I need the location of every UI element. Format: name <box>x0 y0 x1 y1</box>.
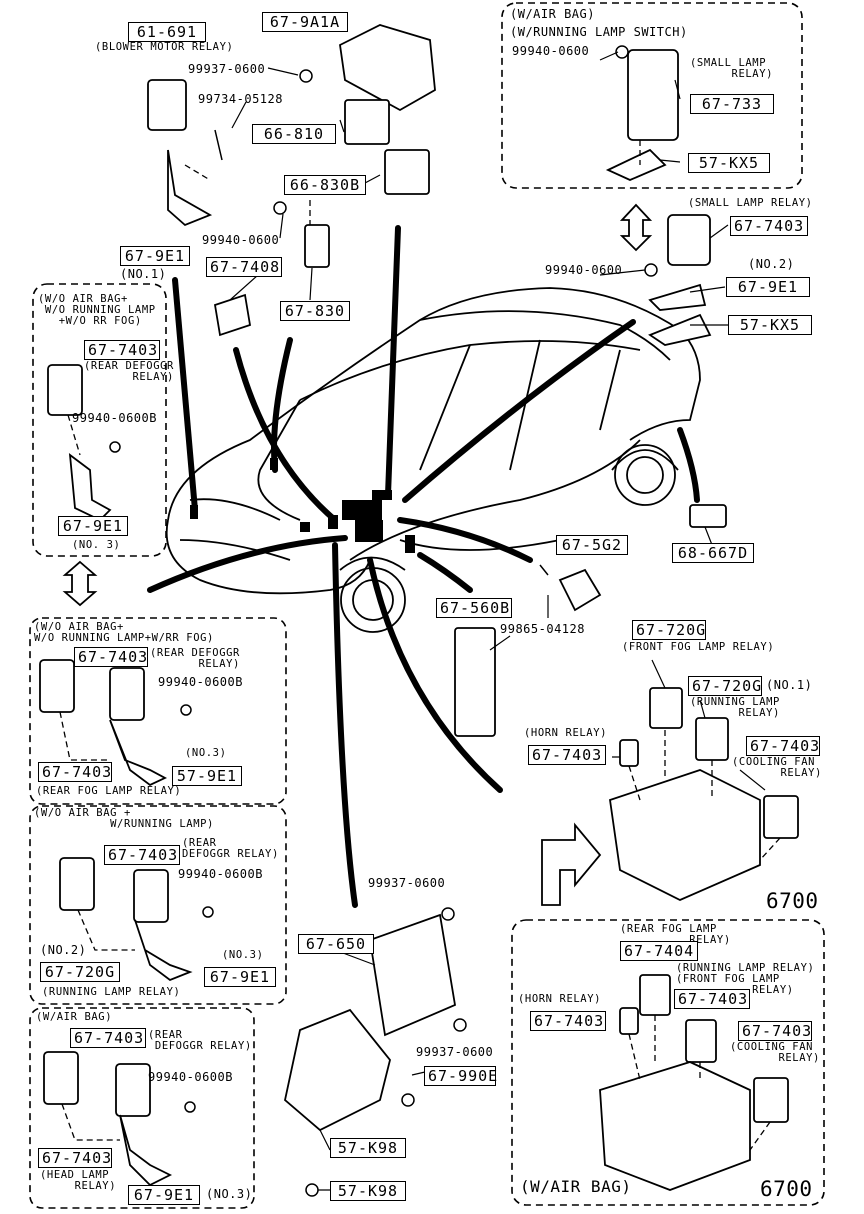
part-box-left2-b: 67-7403 <box>38 762 112 782</box>
part-box-left2-9e1: 57-9E1 <box>172 766 242 786</box>
label-6700-a: 6700 <box>766 889 819 913</box>
left-group-3-frame <box>29 805 287 1005</box>
part-box-560b: 67-560B <box>436 598 512 618</box>
part-box-left4-9e1: 67-9E1 <box>128 1185 200 1205</box>
relay-locations <box>190 458 415 553</box>
part-box-7403-sl: 67-7403 <box>730 216 808 236</box>
label-small-lamp: (SMALL LAMP RELAY) <box>690 57 774 80</box>
label-rb-horn: (HORN RELAY) <box>518 993 602 1005</box>
part-sketches <box>39 24 799 1191</box>
dashed-connectors <box>59 140 781 1151</box>
label-bolt-low: 99937-0600 <box>416 1045 494 1059</box>
label-no2: (NO.2) <box>748 257 795 271</box>
label-blower: (BLOWER MOTOR RELAY) <box>95 41 234 53</box>
part-box-kx5-top: 57-KX5 <box>688 153 770 173</box>
part-box-k98-b: 57-K98 <box>330 1181 406 1201</box>
label-no1: (NO.1) <box>120 267 167 281</box>
label-left2-name: (REAR DEFOGGR RELAY) <box>150 647 240 670</box>
label-left3-no3: (NO.3) <box>222 949 264 961</box>
part-box-kx5: 57-KX5 <box>728 315 812 335</box>
label-left3-nut: 99940-0600B <box>178 867 263 881</box>
label-screw-top: 99734-05128 <box>198 92 283 106</box>
part-box-left3-720g: 67-720G <box>40 962 120 982</box>
part-box-left3: 67-7403 <box>104 845 180 865</box>
part-box-9e1-no1: 67-9E1 <box>120 246 190 266</box>
part-box-left1: 67-7403 <box>84 340 160 360</box>
part-box-left4: 67-7403 <box>70 1028 146 1048</box>
label-left2-nut: 99940-0600B <box>158 675 243 689</box>
label-front-fog: (FRONT FOG LAMP RELAY) <box>622 641 775 653</box>
label-bolt-mid: 99937-0600 <box>368 876 446 890</box>
part-box-720g-a: 67-720G <box>632 620 706 640</box>
leader-lines <box>147 225 700 908</box>
label-airbag-sub: (W/RUNNING LAMP SWITCH) <box>510 25 688 39</box>
left-group-1-frame <box>32 283 167 557</box>
label-rb-running: (RUNNING LAMP RELAY) (FRONT FOG LAMP REL… <box>676 962 815 996</box>
part-box-rb-7403-horn: 67-7403 <box>530 1011 606 1031</box>
label-left1-nut: 99940-0600B <box>72 411 157 425</box>
label-left2-no3: (NO.3) <box>185 747 227 759</box>
label-rb-cooling: (COOLING FAN RELAY) <box>730 1041 820 1064</box>
label-nut-mid: 99940-0600 <box>545 263 623 277</box>
label-horn: (HORN RELAY) <box>524 727 608 739</box>
label-rb-foot: (W/AIR BAG) <box>520 1177 632 1196</box>
label-airbag-nut: 99940-0600 <box>512 44 590 58</box>
label-left2-cond: (W/O AIR BAG+ W/O RUNNING LAMP+W/RR FOG) <box>34 621 214 644</box>
part-box-rb-7404: 67-7404 <box>620 941 698 961</box>
part-box-left2-a: 67-7403 <box>74 647 148 667</box>
label-left4-no3: (NO.3) <box>206 1187 253 1201</box>
part-box-830: 67-830 <box>280 301 350 321</box>
part-box-733: 67-733 <box>690 94 774 114</box>
part-box-7408: 67-7408 <box>206 257 282 277</box>
car-outline <box>165 287 701 633</box>
label-bolt-top: 99937-0600 <box>188 62 266 76</box>
label-rb-rearfog: (REAR FOG LAMP RELAY) <box>620 923 731 946</box>
label-cooling: (COOLING FAN RELAY) <box>732 756 822 779</box>
part-box-9e1-no2: 67-9E1 <box>726 277 810 297</box>
part-box-left3-9e1: 67-9E1 <box>204 967 276 987</box>
label-left1-no3: (NO. 3) <box>72 539 121 551</box>
label-airbag-title: (W/AIR BAG) <box>510 7 595 21</box>
label-left1-name: (REAR DEFOGGR RELAY) <box>84 360 174 383</box>
part-box-66810: 66-810 <box>252 124 336 144</box>
part-box-720g-b: 67-720G <box>688 676 762 696</box>
part-box-left1-9e1: 67-9E1 <box>58 516 128 536</box>
part-box-650: 67-650 <box>298 934 374 954</box>
part-box-5g2: 67-5G2 <box>556 535 628 555</box>
label-left1-cond: (W/O AIR BAG+ W/O RUNNING LAMP +W/O RR F… <box>38 293 156 327</box>
right-airbag-frame <box>511 919 825 1206</box>
label-left4-cond: (W/AIR BAG) <box>36 1011 113 1023</box>
label-left4-nut: 99940-0600B <box>148 1070 233 1084</box>
label-6700-b: 6700 <box>760 1177 813 1201</box>
part-box-blower: 61-691 <box>128 22 206 42</box>
part-box-668d: 68-667D <box>672 543 754 563</box>
part-box-7403-cool: 67-7403 <box>746 736 820 756</box>
label-left4-head: (HEAD LAMP RELAY) <box>40 1169 117 1192</box>
label-running-lamp: (RUNNING LAMP RELAY) <box>690 696 780 719</box>
label-left3-cond: (W/O AIR BAG + W/RUNNING LAMP) <box>34 807 214 830</box>
label-leaders <box>229 51 766 1191</box>
label-left3-no2: (NO.2) <box>40 943 87 957</box>
label-nut-a: 99940-0600 <box>202 233 280 247</box>
part-box-7403-horn: 67-7403 <box>528 745 606 765</box>
left-group-4-frame <box>29 1007 255 1209</box>
part-box-990e: 67-990E <box>424 1066 497 1086</box>
part-box-rb-7403-cool: 67-7403 <box>738 1021 812 1041</box>
part-box-66830b: 66-830B <box>284 175 366 195</box>
airbag-group-frame <box>501 2 803 189</box>
label-left3-name: (REAR DEFOGGR RELAY) <box>182 837 279 860</box>
part-box-9a1a: 67-9A1A <box>262 12 348 32</box>
label-left4-name: (REAR DEFOGGR RELAY) <box>148 1029 252 1052</box>
part-box-k98-a: 57-K98 <box>330 1138 406 1158</box>
label-screw-5g2: 99865-04128 <box>500 622 585 636</box>
part-box-left4-b: 67-7403 <box>38 1148 112 1168</box>
label-no1b: (NO.1) <box>766 678 813 692</box>
label-small-lamp-relay: (SMALL LAMP RELAY) <box>688 197 813 209</box>
label-left2-foot: (REAR FOG LAMP RELAY) <box>36 785 182 797</box>
part-box-rb-7403-ff: 67-7403 <box>674 989 750 1009</box>
label-left3-foot: (RUNNING LAMP RELAY) <box>42 986 181 998</box>
fasteners <box>109 45 658 1197</box>
